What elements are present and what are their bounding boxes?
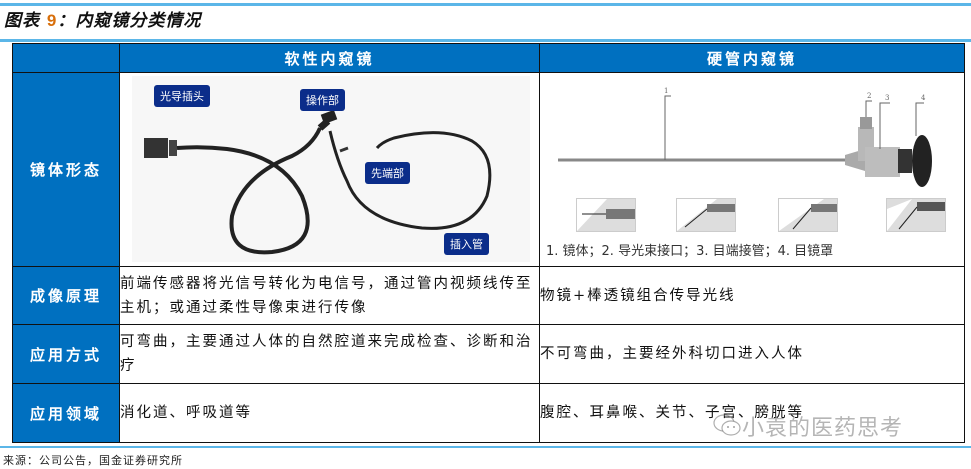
source-note: 来源：公司公告，国金证券研究所 bbox=[3, 454, 183, 467]
callout-3: 3 bbox=[885, 94, 889, 102]
rigid-application-method: 不可弯曲，主要经外科切口进入人体 bbox=[539, 324, 965, 384]
endoscope-classification-table: 软性内窥镜 硬管内窥镜 镜体形态 光导插头 操作部 bbox=[12, 43, 965, 443]
flexible-endoscope-drawing bbox=[144, 109, 492, 255]
rigid-endoscope-image-cell: 1 2 3 4 bbox=[539, 72, 965, 267]
table-row: 应用方式 可弯曲，主要通过人体的自然腔道来完成检查、诊断和治疗 不可弯曲，主要经… bbox=[12, 324, 965, 384]
header-flexible: 软性内窥镜 bbox=[119, 43, 540, 73]
row-label-imaging-principle: 成像原理 bbox=[12, 266, 120, 325]
header-rigid: 硬管内窥镜 bbox=[539, 43, 965, 73]
rigid-endoscope-image: 1 2 3 4 bbox=[540, 73, 963, 266]
header-row: 软性内窥镜 硬管内窥镜 bbox=[12, 43, 965, 73]
callout-1: 1 bbox=[664, 87, 668, 95]
row-label-form: 镜体形态 bbox=[12, 72, 120, 267]
rigid-application-field: 腹腔、耳鼻喉、关节、子宫、膀胱等 bbox=[539, 383, 965, 443]
rigid-imaging-principle: 物镜+棒透镜组合传导光线 bbox=[539, 266, 965, 325]
table-row: 应用领域 消化道、呼吸道等 腹腔、耳鼻喉、关节、子宫、膀胱等 bbox=[12, 383, 965, 443]
tip-angle-70-icon bbox=[886, 198, 946, 232]
callout-4: 4 bbox=[921, 94, 926, 102]
table-row: 镜体形态 光导插头 操作部 先端部 插入管 bbox=[12, 72, 965, 267]
rigid-parts-legend: 1. 镜体；2. 导光束接口；3. 目端接管；4. 目镜罩 bbox=[546, 244, 834, 259]
bottom-rule bbox=[0, 446, 971, 448]
figure-title: 图表 9：内窥镜分类情况 bbox=[4, 6, 201, 31]
tip-angle-45-icon bbox=[778, 198, 838, 232]
title-bottom-rule bbox=[0, 39, 971, 42]
header-empty bbox=[12, 43, 120, 73]
title-text: ：内窥镜分类情况 bbox=[57, 11, 202, 31]
title-number: 9 bbox=[46, 11, 58, 30]
tag-insertion-tube: 插入管 bbox=[444, 233, 489, 255]
table-row: 成像原理 前端传感器将光信号转化为电信号，通过管内视频线传至主机；或通过柔性导像… bbox=[12, 266, 965, 325]
callout-2: 2 bbox=[867, 92, 871, 100]
title-prefix: 图表 bbox=[4, 11, 40, 31]
wechat-icon bbox=[713, 414, 741, 436]
tip-angle-0-icon bbox=[576, 198, 636, 232]
row-label-application-method: 应用方式 bbox=[12, 324, 120, 384]
rigid-endoscope-drawing: 1 2 3 4 bbox=[558, 87, 932, 187]
tag-light-guide-plug: 光导插头 bbox=[154, 85, 210, 107]
tip-angle-30-icon bbox=[676, 198, 736, 232]
flexible-application-field: 消化道、呼吸道等 bbox=[119, 383, 540, 443]
row-label-application-field: 应用领域 bbox=[12, 383, 120, 443]
tag-control-section: 操作部 bbox=[300, 89, 345, 111]
flexible-endoscope-image-cell: 光导插头 操作部 先端部 插入管 bbox=[119, 72, 540, 267]
tag-distal-end: 先端部 bbox=[365, 162, 410, 184]
top-rule bbox=[0, 3, 971, 6]
watermark: 小袁的医药思考 bbox=[742, 416, 904, 441]
flexible-imaging-principle: 前端传感器将光信号转化为电信号，通过管内视频线传至主机；或通过柔性导像束进行传像 bbox=[119, 266, 540, 325]
flexible-application-method: 可弯曲，主要通过人体的自然腔道来完成检查、诊断和治疗 bbox=[119, 324, 540, 384]
flexible-endoscope-image: 光导插头 操作部 先端部 插入管 bbox=[132, 76, 530, 262]
